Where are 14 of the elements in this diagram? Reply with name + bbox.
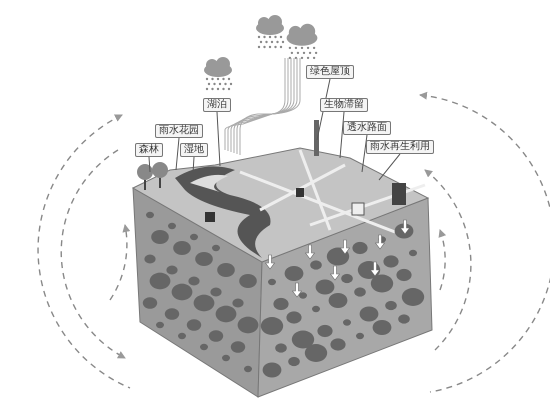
leader-line (148, 156, 150, 172)
leader-line (216, 112, 220, 166)
label-box: 绿色屋顶 (306, 65, 354, 79)
leader-line (340, 112, 344, 158)
label-box: 森林 (135, 143, 163, 157)
leader-line (362, 134, 368, 172)
label-box: 雨水花园 (155, 124, 203, 138)
leader-line (378, 154, 400, 180)
label-box: 湿地 (180, 143, 208, 157)
label-box: 生物滞留 (320, 98, 368, 112)
label-box: 雨水再生利用 (366, 140, 434, 154)
leader-line (176, 138, 180, 170)
label-box: 透水路面 (343, 121, 391, 135)
label-box: 湖泊 (203, 98, 231, 112)
